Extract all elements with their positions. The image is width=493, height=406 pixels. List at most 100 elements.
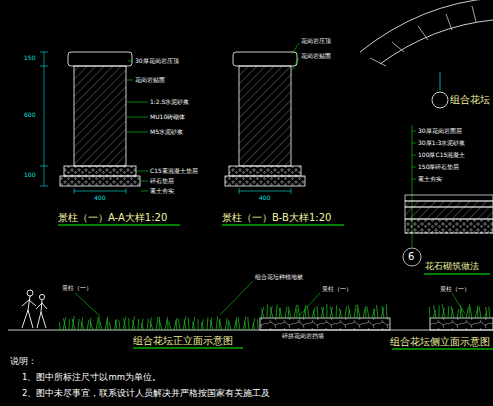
grass-blade <box>184 320 186 330</box>
grass-blade <box>159 317 161 330</box>
grass-blade <box>72 319 75 330</box>
grass-blade <box>123 317 126 330</box>
material-label: 花岗岩压顶 <box>301 38 331 45</box>
dimension: 600 <box>24 112 35 119</box>
material-label: MU10砖砌体 <box>150 114 185 121</box>
grass-blade <box>216 316 218 330</box>
grass-blade <box>243 316 246 330</box>
layer-label: 30厚1:3水泥砂浆 <box>418 140 465 147</box>
grass-blade <box>330 306 333 318</box>
material-label: C15素混凝土垫层 <box>150 168 198 175</box>
grass-blade <box>439 305 440 318</box>
grass-blade <box>486 307 487 318</box>
material-label: 素土夯实 <box>150 188 174 195</box>
grass-blade <box>326 304 327 318</box>
grass-blade <box>372 309 375 318</box>
material-label: 花岗岩贴面 <box>301 53 331 60</box>
layer-label: 150厚碎石垫层 <box>418 164 459 171</box>
grass-blade <box>228 322 229 330</box>
grass-blade <box>270 307 273 318</box>
grass-blade <box>69 319 70 330</box>
grass-blade <box>138 319 140 330</box>
grass-blade <box>100 321 102 330</box>
grass-blade <box>141 319 143 330</box>
grass-blade <box>132 320 135 330</box>
grass-blade <box>115 320 117 330</box>
grass-blade <box>176 320 177 330</box>
grass-blade <box>124 319 126 330</box>
grass-blade <box>165 317 168 330</box>
grass-blade <box>109 322 111 330</box>
grass-blade <box>198 319 199 330</box>
grass-blade <box>201 322 204 330</box>
grass-blade <box>307 306 309 318</box>
grass-blade <box>377 305 378 318</box>
grass-blade <box>296 309 297 318</box>
grass-blade <box>345 307 346 318</box>
view-title: 组合花坛 <box>450 94 490 105</box>
grass-blade <box>276 304 277 318</box>
grass-blade <box>87 320 89 330</box>
grass-blade <box>448 306 450 318</box>
grass-blade <box>434 305 436 318</box>
grass-blade <box>479 306 481 318</box>
grass-blade <box>261 308 264 318</box>
view-title: 组合花坛正立面示意图 <box>133 335 233 346</box>
grass-blade <box>313 310 315 318</box>
grass-blade <box>317 306 319 318</box>
material-label: 花岗岩贴面 <box>135 77 165 84</box>
grass-blade <box>303 305 306 318</box>
grass-blade <box>201 319 203 330</box>
dimension: 100 <box>24 172 35 179</box>
note-text: 2、图中未尽事宜，联系设计人员解决并严格按国家有关施工及 <box>22 389 270 398</box>
grass-blade <box>348 310 349 318</box>
layer-label: 100厚C15混凝土 <box>418 152 465 159</box>
dimension: 150 <box>24 55 35 62</box>
material-label: 30厚花岗岩压顶 <box>135 58 179 65</box>
grass-blade <box>288 307 291 318</box>
grass-blade <box>169 322 171 330</box>
grass-blade <box>285 307 287 318</box>
grass-blade <box>261 307 264 318</box>
grass-blade <box>183 316 186 330</box>
layer-label: 30厚花岗岩面层 <box>418 128 462 135</box>
grass-blade <box>442 304 445 318</box>
grass-blade <box>192 317 195 330</box>
grass-blade <box>132 316 135 330</box>
grass-blade <box>72 316 74 330</box>
grass-blade <box>469 304 472 318</box>
grass-blade <box>322 307 324 318</box>
grass-blade <box>96 317 98 330</box>
grass-blade <box>238 317 240 330</box>
grass-blade <box>59 322 61 330</box>
grass-blade <box>367 306 369 318</box>
grass-blade <box>466 308 468 318</box>
grass-blade <box>150 321 153 330</box>
view-title: 景柱（一）B-B大样1:20 <box>222 212 331 223</box>
grass-blade <box>128 318 129 330</box>
grass-blade <box>98 317 99 330</box>
grass-blade <box>294 305 297 318</box>
grass-blade <box>63 317 66 330</box>
callout-number: 6 <box>408 251 414 262</box>
grass-blade <box>460 305 463 318</box>
part-label: 景柱（一） <box>440 286 470 293</box>
material-label: M5水泥砂浆 <box>150 129 183 136</box>
grass-blade <box>107 318 109 330</box>
grass-blade <box>141 323 144 330</box>
material-label: 碎拼花岗岩挡墙 <box>282 333 324 340</box>
dimension: 400 <box>94 195 105 202</box>
grass-blade <box>374 308 375 318</box>
grass-blade <box>321 307 324 318</box>
grass-blade <box>81 322 84 330</box>
grass-blade <box>270 306 272 318</box>
layer-label: 素土夯实 <box>418 176 442 183</box>
grass-blade <box>119 320 120 330</box>
grass-blade <box>219 320 222 330</box>
planting-label: 组合花坛种植地被 <box>255 274 303 281</box>
view-title: 景柱（一）A-A大样1:20 <box>58 212 167 223</box>
grass-blade <box>114 319 117 330</box>
part-label: 景柱（一） <box>322 286 352 293</box>
grass-blade <box>298 305 300 318</box>
